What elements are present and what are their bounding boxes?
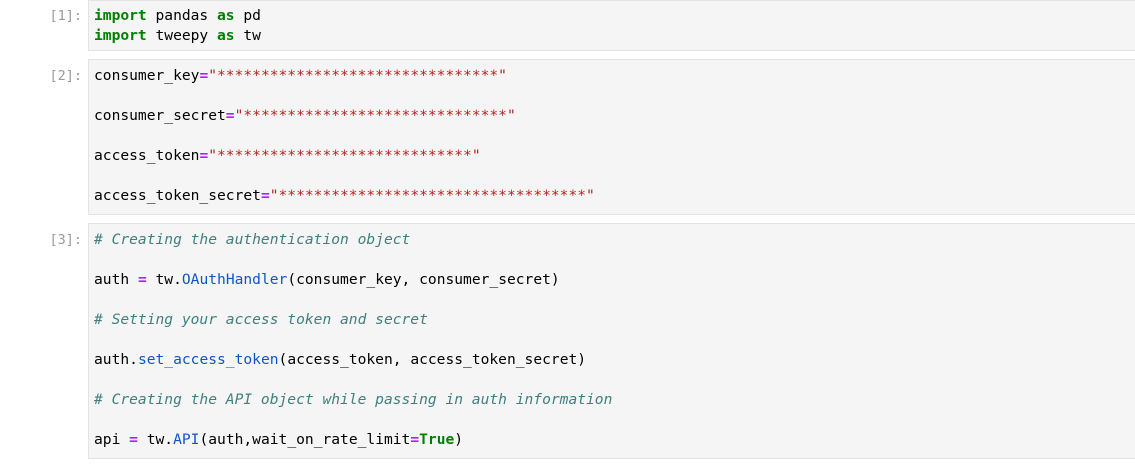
code-source[interactable]: # Creating the authentication object aut… bbox=[94, 230, 1135, 450]
code-blank-line bbox=[94, 250, 1135, 270]
code-token-cmt: # Setting your access token and secret bbox=[94, 311, 428, 328]
notebook-bottom-spacer bbox=[0, 459, 1135, 467]
code-blank-line bbox=[94, 86, 1135, 106]
code-token-op: = bbox=[225, 107, 235, 124]
code-token-op: = bbox=[199, 67, 209, 84]
cell-input-area[interactable]: consumer_key="**************************… bbox=[88, 59, 1135, 215]
notebook-cell[interactable]: [3]: # Creating the authentication objec… bbox=[0, 223, 1135, 459]
cell-prompt-label: [2]: bbox=[49, 68, 82, 84]
cell-input-area[interactable]: # Creating the authentication object aut… bbox=[88, 223, 1135, 459]
code-token-str: "******************************" bbox=[234, 107, 516, 124]
code-token-op: = bbox=[129, 431, 138, 448]
code-line: auth.set_access_token(access_token, acce… bbox=[94, 350, 1135, 370]
code-line: consumer_secret="***********************… bbox=[94, 106, 1135, 126]
code-token-fn: set_access_token bbox=[137, 351, 279, 368]
code-token-kw: as bbox=[217, 27, 235, 44]
code-token-plain: tw bbox=[234, 27, 261, 44]
cell-prompt-label: [1]: bbox=[49, 8, 82, 24]
code-blank-line bbox=[94, 330, 1135, 350]
code-blank-line bbox=[94, 370, 1135, 390]
code-source[interactable]: consumer_key="**************************… bbox=[94, 66, 1135, 206]
code-line: # Setting your access token and secret bbox=[94, 310, 1135, 330]
code-token-fn: OAuthHandler bbox=[181, 271, 288, 288]
code-line: access_token_secret="*******************… bbox=[94, 186, 1135, 206]
code-token-builtin: True bbox=[419, 431, 455, 448]
code-token-plain: tweepy bbox=[146, 27, 218, 44]
code-blank-line bbox=[94, 126, 1135, 146]
code-line: auth = tw.OAuthHandler(consumer_key, con… bbox=[94, 270, 1135, 290]
code-token-op: = bbox=[260, 187, 270, 204]
cell-spacer bbox=[0, 51, 1135, 59]
code-line: api = tw.API(auth,wait_on_rate_limit=Tru… bbox=[94, 430, 1135, 450]
code-token-op: = bbox=[199, 147, 209, 164]
code-token-plain: tw. bbox=[137, 431, 174, 448]
code-token-plain: (consumer_key, consumer_secret) bbox=[287, 271, 560, 288]
code-token-kw: import bbox=[94, 7, 147, 24]
code-token-plain: consumer_secret bbox=[94, 107, 226, 124]
code-line: import pandas as pd bbox=[94, 6, 1135, 26]
code-token-plain: access_token_secret bbox=[94, 187, 261, 204]
code-token-plain: auth. bbox=[94, 351, 138, 368]
code-line: # Creating the authentication object bbox=[94, 230, 1135, 250]
code-line: access_token="**************************… bbox=[94, 146, 1135, 166]
code-token-kw: import bbox=[94, 27, 147, 44]
code-token-kw: as bbox=[217, 7, 235, 24]
code-blank-line bbox=[94, 290, 1135, 310]
cell-spacer bbox=[0, 215, 1135, 223]
code-token-plain: access_token bbox=[94, 147, 200, 164]
code-token-plain: pandas bbox=[146, 7, 218, 24]
code-token-plain: (access_token, access_token_secret) bbox=[278, 351, 587, 368]
code-token-op: = bbox=[137, 271, 147, 288]
code-token-plain: api bbox=[94, 431, 130, 448]
code-line: # Creating the API object while passing … bbox=[94, 390, 1135, 410]
code-token-plain: pd bbox=[234, 7, 261, 24]
code-token-plain: ) bbox=[454, 431, 464, 448]
code-token-str: "********************************" bbox=[208, 67, 507, 84]
code-token-plain: (auth,wait_on_rate_limit bbox=[199, 431, 411, 448]
code-token-cmt: # Creating the API object while passing … bbox=[94, 391, 613, 408]
cell-prompt-label: [3]: bbox=[49, 232, 82, 248]
code-token-fn: API bbox=[173, 431, 200, 448]
code-token-cmt: # Creating the authentication object bbox=[94, 231, 411, 248]
code-token-op: = bbox=[410, 431, 420, 448]
code-line: import tweepy as tw bbox=[94, 26, 1135, 46]
code-blank-line bbox=[94, 410, 1135, 430]
code-token-str: "*****************************" bbox=[208, 147, 481, 164]
code-blank-line bbox=[94, 166, 1135, 186]
notebook-cell[interactable]: [2]: consumer_key="*********************… bbox=[0, 59, 1135, 215]
code-token-str: "***********************************" bbox=[269, 187, 595, 204]
code-token-plain: auth bbox=[94, 271, 138, 288]
code-token-plain: tw. bbox=[146, 271, 182, 288]
code-line: consumer_key="**************************… bbox=[94, 66, 1135, 86]
code-token-plain: consumer_key bbox=[94, 67, 200, 84]
